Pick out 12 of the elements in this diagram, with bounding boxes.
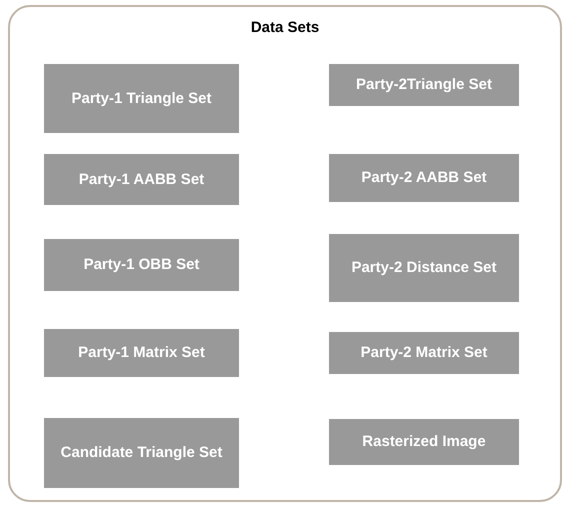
data-set-box: Party-2Triangle Set bbox=[329, 64, 519, 106]
data-set-box: Party-2 AABB Set bbox=[329, 154, 519, 202]
data-set-box: Party-2 Matrix Set bbox=[329, 332, 519, 374]
data-set-box: Rasterized Image bbox=[329, 419, 519, 465]
data-set-box: Party-1 OBB Set bbox=[44, 239, 239, 291]
data-set-box: Party-1 Triangle Set bbox=[44, 64, 239, 133]
group-title: Data Sets bbox=[250, 18, 320, 38]
data-set-box: Party-1 Matrix Set bbox=[44, 329, 239, 377]
data-set-box: Party-1 AABB Set bbox=[44, 154, 239, 205]
data-set-box: Party-2 Distance Set bbox=[329, 234, 519, 302]
group-container bbox=[8, 5, 562, 502]
data-set-box: Candidate Triangle Set bbox=[44, 418, 239, 488]
